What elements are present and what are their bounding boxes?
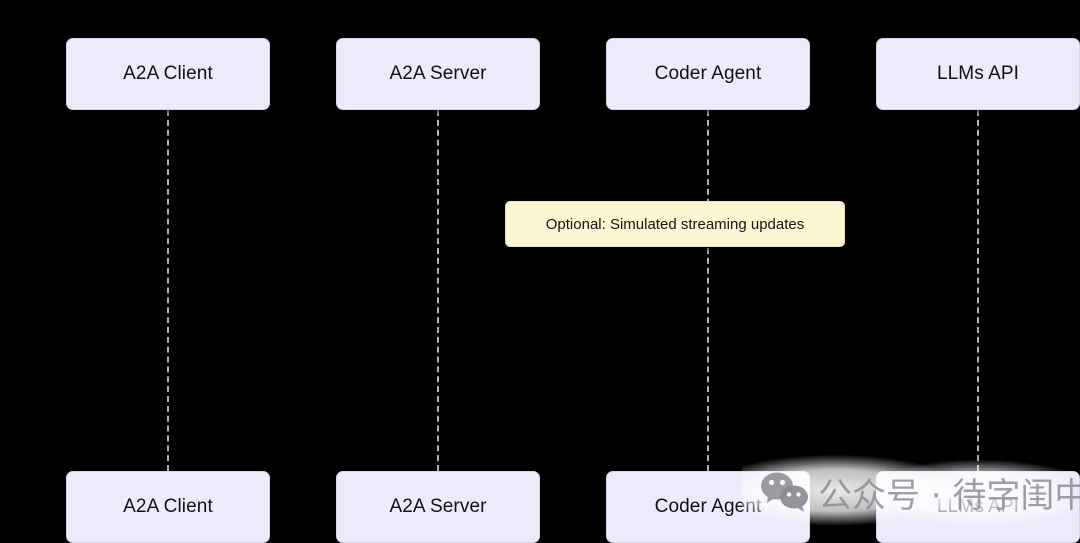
participant-label: Coder Agent (654, 496, 762, 517)
participant-label: LLMs API (936, 63, 1020, 84)
participant-label: A2A Server (389, 496, 487, 517)
lifeline-coder-agent (707, 110, 709, 471)
participant-top-a2a-client[interactable]: A2A Client (66, 38, 270, 110)
participant-label: A2A Client (123, 63, 213, 84)
participant-label: A2A Client (123, 496, 213, 517)
lifeline-llms-api (977, 110, 979, 471)
participant-label: LLMs API (936, 496, 1020, 517)
note-label: Optional: Simulated streaming updates (545, 215, 805, 233)
participant-label: Coder Agent (654, 63, 762, 84)
participant-bottom-a2a-client[interactable]: A2A Client (66, 471, 270, 543)
participant-label: A2A Server (389, 63, 487, 84)
lifeline-a2a-client (167, 110, 169, 471)
participant-bottom-a2a-server[interactable]: A2A Server (336, 471, 540, 543)
participant-top-llms-api[interactable]: LLMs API (876, 38, 1080, 110)
participant-bottom-coder-agent[interactable]: Coder Agent (606, 471, 810, 543)
note-optional-simulated-streaming-updates[interactable]: Optional: Simulated streaming updates (505, 201, 845, 247)
participant-bottom-llms-api[interactable]: LLMs API (876, 471, 1080, 543)
participant-top-coder-agent[interactable]: Coder Agent (606, 38, 810, 110)
participant-top-a2a-server[interactable]: A2A Server (336, 38, 540, 110)
lifeline-a2a-server (437, 110, 439, 471)
